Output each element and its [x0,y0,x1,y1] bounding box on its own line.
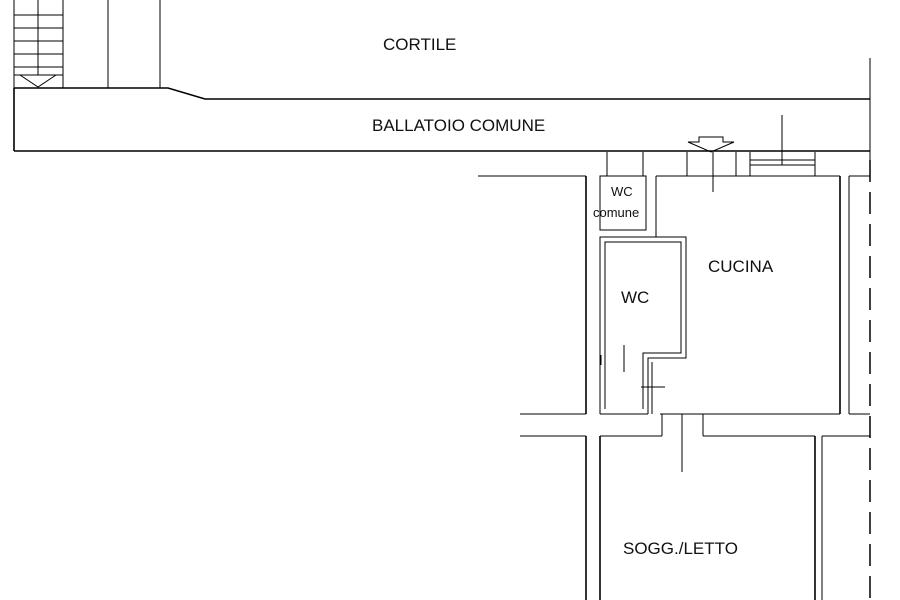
window [749,115,816,176]
cucina-room [655,175,870,415]
wc-comune-room [599,175,647,231]
ballatoio-walls [13,58,871,160]
interior-door [661,414,704,472]
label-cortile: CORTILE [383,35,456,54]
wc-door [641,362,665,414]
label-soggiorno-letto: SOGG./LETTO [623,539,738,558]
entrance-door [686,152,737,192]
label-wc-comune-1: WC [611,184,633,199]
label-cucina: CUCINA [708,257,774,276]
wall-stubs [606,152,644,176]
label-wc-comune-2: comune [593,205,639,220]
outer-walls [478,175,587,600]
label-wc: WC [621,288,649,307]
staircase [13,0,161,88]
entrance-arrow-icon [687,136,735,153]
wc-room [599,236,687,415]
soggiorno-room [599,435,870,600]
label-ballatoio: BALLATOIO COMUNE [372,116,545,135]
